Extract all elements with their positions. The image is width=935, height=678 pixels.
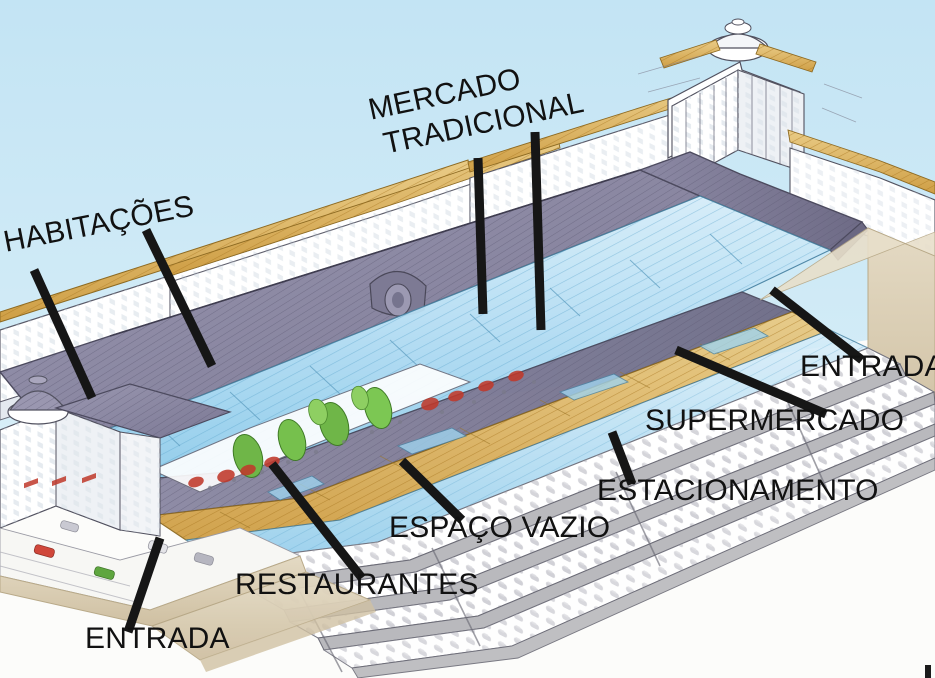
label-espaco-vazio: ESPAÇO VAZIO xyxy=(389,511,611,544)
leader-line-supermercado-0 xyxy=(674,345,828,419)
terrace-trees xyxy=(232,385,393,478)
label-supermercado: SUPERMERCADO xyxy=(645,404,905,437)
parking-level-3 xyxy=(322,435,935,678)
leader-line-espaco-vazio-0 xyxy=(398,457,466,524)
label-entrada-direita: ENTRADA xyxy=(800,350,935,383)
leader-line-mercado-tradicional-line2-0 xyxy=(473,157,488,315)
leader-line-estacionamento-0 xyxy=(607,430,637,486)
leader-line-habitacoes-1 xyxy=(141,228,217,368)
leader-line-entrada-direita-0 xyxy=(769,286,865,364)
leader-line-restaurantes-0 xyxy=(268,461,366,581)
restaurant-terrace-level xyxy=(150,363,536,493)
label-leader-lines xyxy=(29,131,865,634)
leader-line-habitacoes-0 xyxy=(29,268,97,400)
label-restaurantes: RESTAURANTES xyxy=(235,568,479,601)
terrace-people xyxy=(207,380,536,491)
leader-line-mercado-tradicional-line2-1 xyxy=(530,131,546,331)
label-estacionamento: ESTACIONAMENTO xyxy=(597,474,879,507)
background-housing-row-far-right xyxy=(787,129,935,263)
left-corner-dome-building xyxy=(0,375,232,537)
corner-registration-mark xyxy=(925,665,931,678)
leader-line-entrada-inferior-0 xyxy=(123,536,165,634)
front-earth-cut-edge xyxy=(150,571,376,672)
background-housing-row-right xyxy=(467,89,701,233)
label-entrada-inferior: ENTRADA xyxy=(85,622,230,655)
